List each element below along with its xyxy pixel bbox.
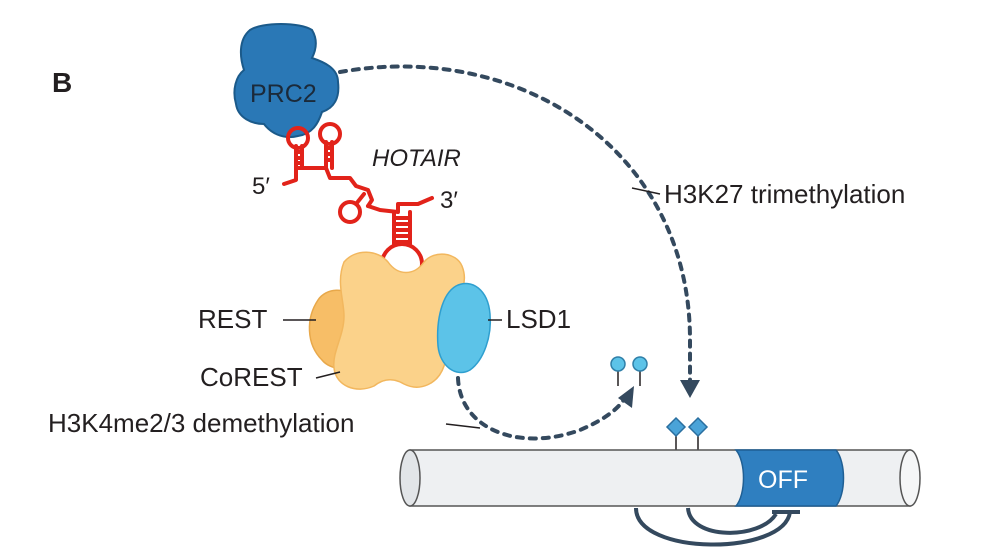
h3k27-arrow	[338, 64, 692, 386]
prc2-shape	[233, 23, 340, 138]
rna-strand-left	[282, 166, 374, 208]
h3k4-leader-line	[445, 423, 481, 429]
methyl-mark-2	[632, 356, 648, 372]
hotair-label: HOTAIR	[372, 145, 461, 172]
hairpin-1-loop	[286, 126, 310, 150]
h3k4-arrow	[456, 376, 628, 441]
hairpin-3-stem	[354, 192, 366, 206]
panel-label: B	[52, 67, 72, 98]
chromatin-cylinder: OFF	[399, 449, 921, 507]
hotair-rna	[282, 122, 434, 286]
lsd1-corest-complex	[308, 251, 492, 390]
rna-strand-right	[366, 196, 434, 214]
h3k4-arrowhead	[618, 386, 634, 408]
corest-leader-line	[315, 371, 341, 379]
hairpin-2-rungs	[324, 146, 334, 162]
h3k4-label: H3K4me2/3 demethylation	[48, 408, 354, 438]
h3k27-marks	[665, 416, 709, 450]
chromatin-left-cap	[399, 449, 421, 507]
h3k27-label: H3K27 trimethylation	[664, 179, 905, 209]
h3k27-arrowhead	[680, 380, 700, 398]
methyl-mark-1	[610, 356, 626, 372]
five-prime-label: 5′	[252, 173, 270, 200]
corest-shape	[333, 251, 466, 390]
corest-label: CoREST	[200, 362, 303, 392]
hairpin-4-rungs	[392, 216, 412, 244]
h3k27-leader-line	[631, 187, 661, 195]
hairpin-2-loop	[318, 122, 342, 146]
prc2-label: PRC2	[250, 80, 317, 108]
repression-arc-1	[634, 507, 792, 547]
off-region	[734, 449, 845, 507]
three-prime-label: 3′	[440, 187, 458, 214]
hairpin-3-loop	[338, 200, 362, 224]
repression-arc-2	[686, 507, 778, 535]
removed-h3k4-marks	[610, 356, 648, 386]
hairpin-1-rungs	[294, 150, 304, 165]
prc2-complex: PRC2	[233, 23, 340, 138]
lsd1-shape	[436, 282, 492, 374]
off-label: OFF	[758, 466, 808, 494]
lsd1-label: LSD1	[506, 304, 571, 334]
rest-label: REST	[198, 304, 267, 334]
diamond-mark-2	[687, 416, 709, 438]
diamond-mark-1	[665, 416, 687, 438]
chromatin-right-cap	[899, 449, 921, 507]
